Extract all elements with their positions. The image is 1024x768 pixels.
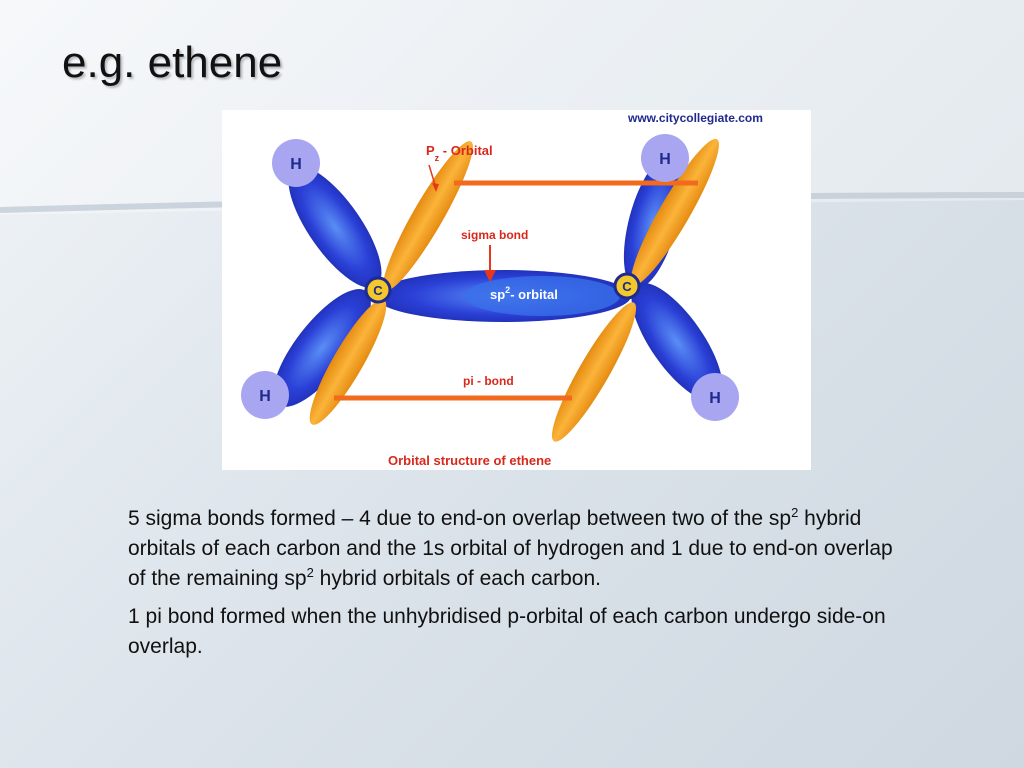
paragraph-pi-bond: 1 pi bond formed when the unhybridised p… [128,605,886,658]
hydrogen-symbol: H [659,151,671,168]
hydrogen-symbol: H [259,388,271,405]
pi-bond-label: pi - bond [463,374,514,388]
pz-arrow-head [432,183,439,192]
carbon-atoms: C C [364,272,641,304]
right-lower-sp2-lobe [631,282,723,402]
pz-orbital-label: Pz - Orbital [426,143,493,163]
carbon-left: C [364,276,392,304]
slide-title: e.g. ethene [62,38,283,87]
right-pz-upper-lobe [631,138,719,286]
hydrogen-top-right: H [641,134,689,182]
orbital-diagram-svg: www.citycollegiate.com H [241,111,763,468]
carbon-symbol: C [373,283,383,298]
hydrogen-top-left: H [272,139,320,187]
pz-orbitals [309,138,719,442]
hydrogen-bottom-left: H [241,371,289,419]
watermark-text: www.citycollegiate.com [627,111,763,125]
carbon-right: C [613,272,641,300]
hydrogen-symbol: H [290,156,302,173]
hydrogen-symbol: H [709,390,721,407]
left-pz-upper-lobe [383,141,473,291]
diagram-caption: Orbital structure of ethene [388,453,551,468]
left-lower-sp2-lobe [273,289,371,407]
right-pz-lower-lobe [551,302,637,442]
sigma-bond-overlap [464,276,620,316]
orbital-diagram: www.citycollegiate.com H [222,110,811,470]
hydrogen-bottom-right: H [691,373,739,421]
sigma-bond-label: sigma bond [461,228,528,242]
carbon-symbol: C [622,279,632,294]
paragraph-sigma-bonds: 5 sigma bonds formed – 4 due to end-on o… [128,505,893,590]
left-upper-sp2-lobe [288,166,382,288]
hydrogen-atoms: H H H H [241,134,739,421]
sigma-arrow-head [484,270,496,282]
sp2-orbital-label: sp2- orbital [490,285,558,302]
left-pz-lower-lobe [309,299,387,425]
left-carbon-orbitals [273,166,382,407]
slide-body: 5 sigma bonds formed – 4 due to end-on o… [128,504,898,670]
